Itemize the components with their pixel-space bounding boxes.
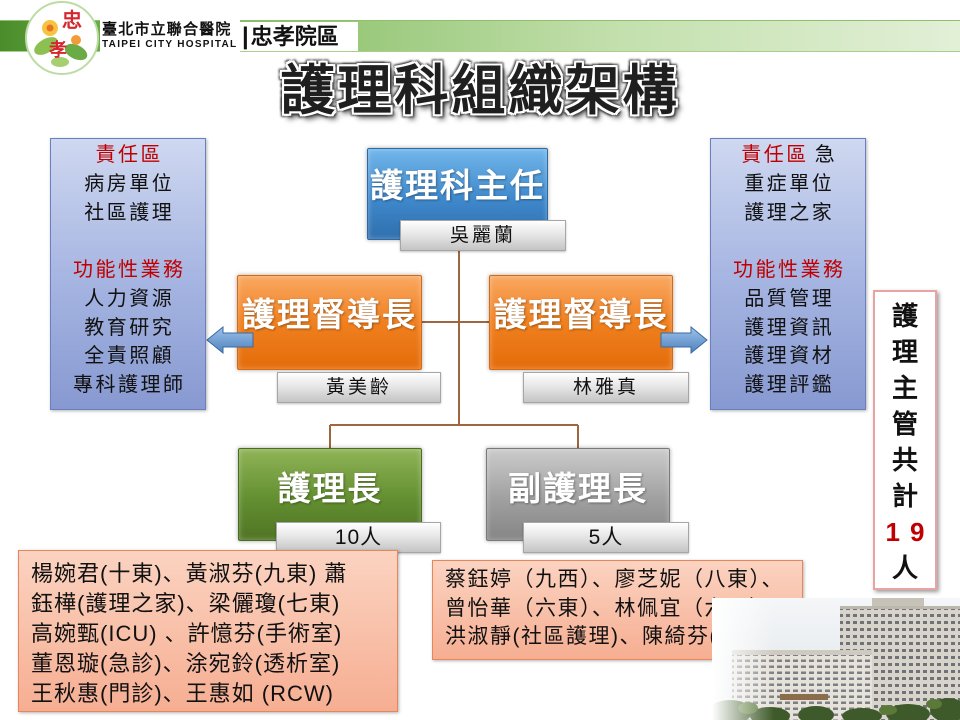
responsibility-label: 責任區 — [741, 144, 809, 166]
responsibility-item: 病房單位 — [84, 172, 175, 195]
arrow-right-icon — [660, 326, 708, 354]
total-unit: 人 — [891, 553, 918, 583]
function-item: 護理資材 — [744, 345, 835, 368]
supervisor-name-left: 黃美齡 — [277, 372, 441, 403]
supervisor-box-right: 護理督導長 — [489, 275, 673, 370]
branch-separator: | — [242, 23, 249, 50]
function-item: 專科護理師 — [73, 374, 186, 396]
list-item: 高婉甄(ICU) 、許憶芬(手術室) — [31, 621, 343, 646]
list-item: 洪淑靜(社區護理)、陳綺芬(五西) — [445, 625, 772, 648]
responsibility-label: 責任區 — [95, 144, 163, 166]
list-item: 曾怡華（六東）、林佩宜（六西） — [445, 596, 772, 620]
function-item: 人力資源 — [84, 287, 175, 310]
head-nurse-count: 10人 — [276, 522, 441, 553]
responsibility-heading: 責任區急 — [711, 141, 865, 170]
logo-text: 孝 — [48, 39, 67, 61]
hospital-logo: 忠 孝 — [25, 1, 99, 75]
hospital-name-zh: 臺北市立聯合醫院 — [102, 21, 232, 38]
hospital-name-box: 臺北市立聯合醫院 TAIPEI CITY HOSPITAL — [100, 20, 240, 53]
director-title: 護理科主任 — [370, 167, 545, 204]
function-item: 護理評鑑 — [744, 374, 835, 396]
list-item: 董恩璇(急診)、涂宛鈴(透析室) — [31, 651, 341, 676]
right-info-panel: 責任區急 重症單位 護理之家 功能性業務 品質管理 護理資訊 護理資材 護理評鑑 — [710, 138, 866, 410]
function-item: 教育研究 — [84, 316, 175, 339]
deputy-head-nurse-count: 5人 — [523, 522, 689, 553]
function-label: 功能性業務 — [73, 259, 186, 281]
list-item: 王秋惠(門診)、王惠如 (RCW) — [31, 681, 334, 706]
branch-name: 忠孝院區 — [250, 24, 339, 49]
deputy-head-nurse-title: 副護理長 — [508, 470, 648, 507]
head-nurse-list: 楊婉君(十東)、黃淑芬(九東) 蕭 鈺樺(護理之家)、梁儷瓊(七東) 高婉甄(I… — [18, 550, 398, 712]
function-label: 功能性業務 — [733, 259, 846, 281]
total-managers-box: 護理主管共計 19 人 — [873, 290, 937, 590]
arrow-left-icon — [206, 326, 254, 354]
function-item: 全責照顧 — [84, 345, 175, 368]
logo-text: 忠 — [62, 8, 82, 32]
branch-name-box: |忠孝院區 — [240, 22, 358, 51]
list-item: 蔡鈺婷（九西）、廖芝妮（八東）、 — [445, 568, 784, 591]
total-label: 護理主管共計 — [891, 301, 918, 511]
left-info-panel: 責任區 病房單位 社區護理 功能性業務 人力資源 教育研究 全責照顧 專科護理師 — [50, 138, 206, 410]
supervisor-box-left: 護理督導長 — [237, 275, 422, 370]
hospital-name-en: TAIPEI CITY HOSPITAL — [102, 39, 238, 50]
responsibility-item: 護理之家 — [744, 201, 835, 224]
director-name: 吳麗蘭 — [400, 220, 566, 251]
responsibility-extra: 急 — [814, 144, 838, 166]
panel-spacer — [711, 227, 865, 256]
photo-fade — [712, 598, 960, 720]
list-item: 鈺樺(護理之家)、梁儷瓊(七東) — [31, 591, 341, 616]
total-number: 19 — [885, 517, 935, 547]
responsibility-item: 重症單位 — [744, 172, 835, 195]
supervisor-name-right: 林雅真 — [523, 372, 689, 403]
list-item: 楊婉君(十東)、黃淑芬(九東) 蕭 — [31, 561, 348, 586]
head-nurse-title: 護理長 — [277, 470, 383, 507]
panel-spacer — [51, 227, 205, 256]
supervisor-title: 護理督導長 — [242, 296, 417, 333]
page-title: 護理科組織架構 — [280, 61, 680, 121]
supervisor-title: 護理督導長 — [493, 296, 669, 333]
responsibility-item: 社區護理 — [84, 201, 175, 224]
function-item: 品質管理 — [744, 287, 835, 310]
function-item: 護理資訊 — [744, 316, 835, 339]
hospital-building-photo — [712, 598, 960, 720]
